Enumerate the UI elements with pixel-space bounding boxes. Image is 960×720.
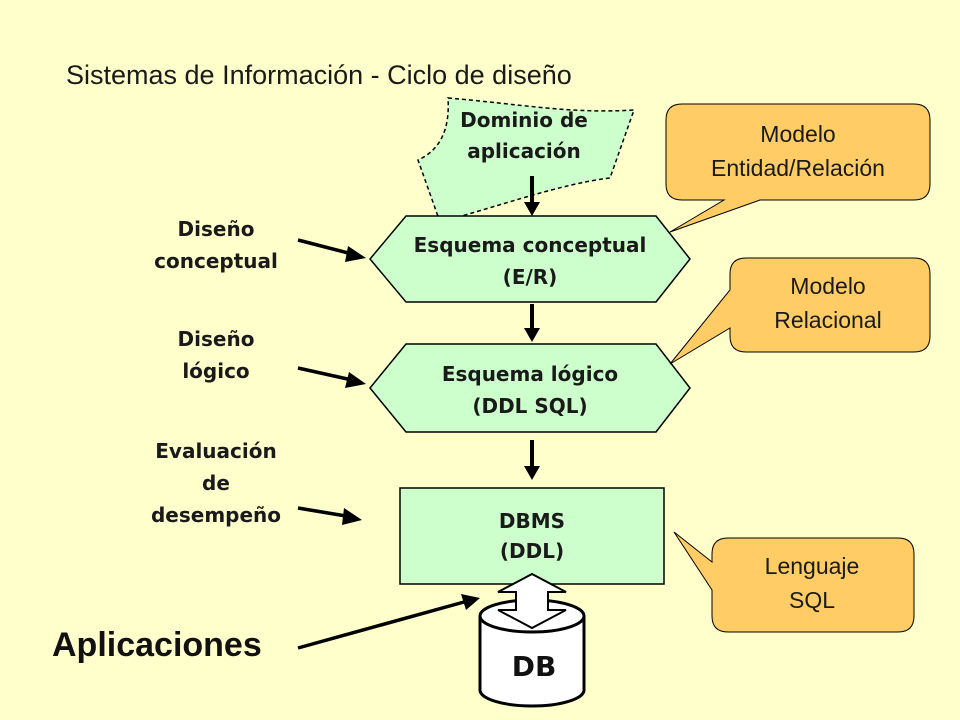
- arrow-domain-to-conceptual: [524, 176, 540, 216]
- hexagon-conceptual: [369, 215, 691, 303]
- callout-modelo-relacional-shape: [669, 257, 931, 365]
- callout-modelo-er-line2: Entidad/Relación: [711, 155, 885, 181]
- callout-modelo-er-shape: [665, 103, 931, 233]
- arrow-conceptual-to-logico: [524, 304, 540, 342]
- callout-modelo-relacional-line1: Modelo: [790, 273, 865, 299]
- diseno-logico-line2: lógico: [182, 359, 249, 383]
- domain-box: Dominio de aplicación: [417, 97, 636, 223]
- callout-modelo-relacional: Modelo Relacional: [669, 257, 931, 365]
- logico-line1: Esquema lógico: [442, 362, 618, 386]
- callout-lenguaje-sql-line2: SQL: [789, 587, 835, 613]
- stage-diseno-conceptual: Diseño conceptual: [154, 217, 366, 273]
- node-esquema-conceptual: Esquema conceptual (E/R): [369, 215, 691, 303]
- evaluacion-line2: de: [202, 471, 230, 495]
- dbms-line2: (DDL): [500, 539, 564, 563]
- stage-diseno-logico: Diseño lógico: [178, 327, 366, 388]
- node-dbms: DBMS (DDL): [399, 487, 665, 585]
- callout-modelo-er: Modelo Entidad/Relación: [665, 103, 931, 233]
- domain-box-shape: [417, 97, 636, 223]
- page-title: Sistemas de Información - Ciclo de diseñ…: [66, 60, 572, 90]
- callout-lenguaje-sql: Lenguaje SQL: [673, 531, 915, 633]
- evaluacion-line1: Evaluación: [155, 439, 276, 463]
- conceptual-line1: Esquema conceptual: [414, 233, 647, 257]
- node-esquema-logico: Esquema lógico (DDL SQL): [369, 343, 691, 433]
- db-label: DB: [512, 650, 557, 683]
- aplicaciones-group: Aplicaciones: [52, 594, 480, 664]
- logico-line2: (DDL SQL): [472, 394, 587, 418]
- diseno-conceptual-line2: conceptual: [154, 249, 278, 273]
- stage-evaluacion: Evaluación de desempeño: [151, 439, 362, 527]
- domain-box-line1: Dominio de: [460, 108, 588, 132]
- dbms-box: [399, 487, 665, 585]
- callout-lenguaje-sql-shape: [673, 531, 915, 633]
- evaluacion-line3: desempeño: [151, 503, 281, 527]
- hexagon-logico: [369, 343, 691, 433]
- db-cylinder-body: [478, 616, 586, 708]
- conceptual-line2: (E/R): [503, 265, 558, 289]
- diseno-logico-line1: Diseño: [178, 327, 255, 351]
- callout-modelo-er-line1: Modelo: [760, 121, 835, 147]
- arrow-logico-to-dbms: [524, 440, 540, 480]
- dbms-line1: DBMS: [499, 509, 565, 533]
- aplicaciones-label: Aplicaciones: [52, 626, 262, 664]
- domain-box-line2: aplicación: [467, 139, 581, 163]
- callout-lenguaje-sql-line1: Lenguaje: [765, 553, 860, 579]
- diseno-conceptual-line1: Diseño: [178, 217, 255, 241]
- callout-modelo-relacional-line2: Relacional: [774, 307, 881, 333]
- double-arrow-icon: [497, 572, 567, 630]
